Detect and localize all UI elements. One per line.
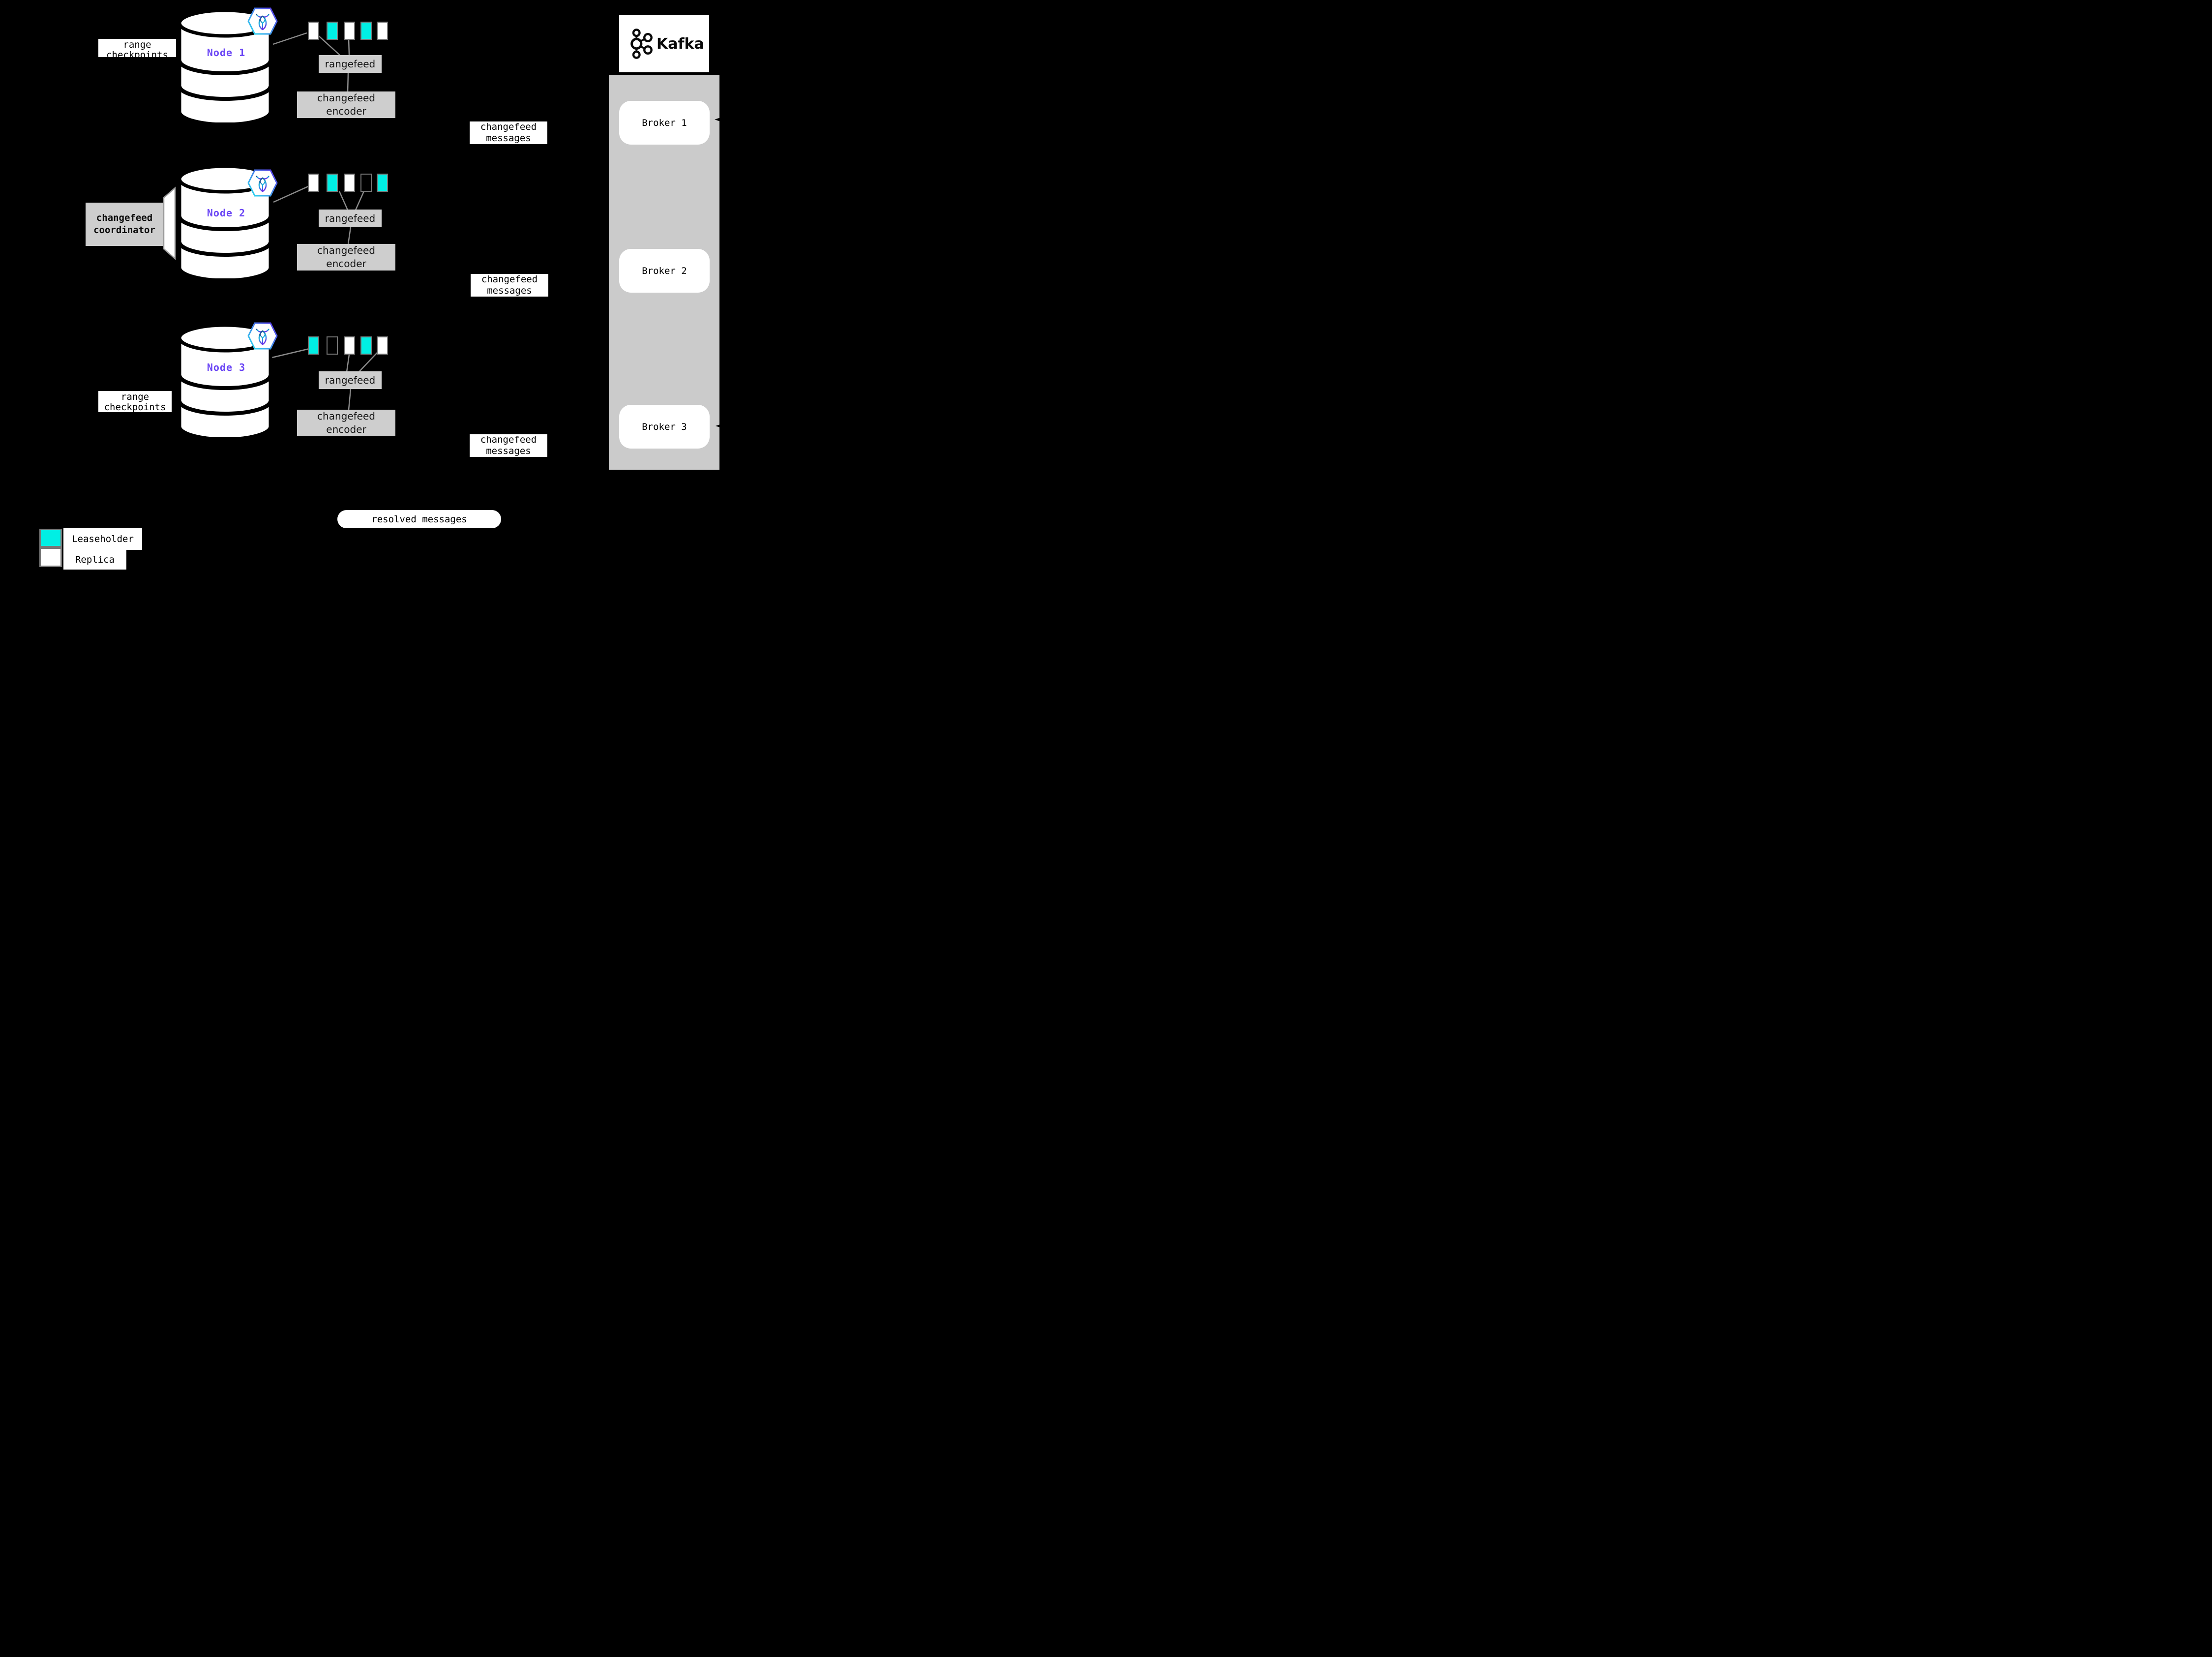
cockroachdb-hexagon-icon: [247, 169, 278, 197]
node1-label: Node 1: [207, 47, 246, 59]
legend-replica-swatch: [39, 547, 62, 567]
line-node2-to-ranges: [273, 185, 310, 203]
range-checkpoints-label-node3: range checkpoints: [98, 391, 172, 412]
range-rect: [377, 174, 388, 192]
range-rect: [327, 22, 338, 40]
broker-1-label: Broker 1: [642, 117, 687, 128]
changefeed-coordinator-label: changefeed coordinator: [93, 212, 155, 236]
node2-cylinder: [178, 164, 272, 278]
changefeed-encoder-box-node2: changefeed encoder: [297, 244, 395, 271]
changefeed-kafka-diagram: Kafka Broker 1 Broker 2 Broker 3 Node 1 …: [0, 0, 771, 577]
node2-label: Node 2: [207, 207, 246, 219]
range-rect: [360, 336, 372, 355]
rangefeed-box-node3: rangefeed: [319, 371, 382, 389]
range-rect: [344, 336, 355, 355]
range-checkpoints-label-node1: range checkpoints: [98, 39, 176, 57]
range-rect: [360, 22, 372, 40]
line-range2-to-rangefeed2: [338, 191, 349, 211]
legend-leaseholder-swatch: [39, 529, 62, 547]
changefeed-encoder-label: changefeed encoder: [317, 410, 375, 435]
broker-1: Broker 1: [619, 101, 710, 145]
legend-leaseholder-label: Leaseholder: [63, 528, 142, 550]
range-rect: [327, 174, 338, 192]
line-rangefeed3-to-encoder3: [348, 389, 352, 410]
broker-3: Broker 3: [619, 405, 710, 449]
range-rect: [344, 174, 355, 192]
line-range5-to-rangefeed3: [359, 352, 378, 372]
line-range4-to-rangefeed2: [355, 191, 365, 211]
line-range3-to-rangefeed3: [346, 354, 350, 372]
cockroachdb-hexagon-icon: [247, 322, 278, 350]
changefeed-encoder-label: changefeed encoder: [317, 92, 375, 117]
node3-label: Node 3: [207, 362, 246, 373]
range-rect: [360, 174, 372, 192]
broker-2-label: Broker 2: [642, 265, 687, 276]
resolved-messages-label: resolved messages: [371, 513, 467, 525]
range-rect: [308, 22, 319, 40]
kafka-title: Kafka: [657, 35, 704, 53]
changefeed-encoder-box-node1: changefeed encoder: [297, 91, 395, 118]
kafka-logo-icon: [630, 29, 653, 59]
range-rect: [377, 22, 388, 40]
legend-replica-label: Replica: [63, 550, 126, 570]
cockroachdb-hexagon-icon: [247, 7, 278, 35]
broker-2: Broker 2: [619, 249, 710, 293]
range-rect: [344, 22, 355, 40]
range-rect: [327, 336, 338, 355]
line-rangefeed2-to-encoder2: [347, 227, 352, 244]
range-rect: [308, 174, 319, 192]
changefeed-messages-label-2: changefeed messages: [471, 274, 548, 297]
changefeed-coordinator-box: changefeed coordinator: [86, 203, 163, 246]
kafka-logo-box: Kafka: [619, 15, 709, 72]
range-rect: [308, 336, 319, 355]
changefeed-encoder-label: changefeed encoder: [317, 244, 375, 270]
node3-cylinder: [178, 323, 272, 437]
changefeed-encoder-box-node3: changefeed encoder: [297, 410, 395, 436]
coordinator-panel-shape: [163, 186, 176, 260]
resolved-messages-pill: resolved messages: [337, 510, 501, 528]
rangefeed-box-node1: rangefeed: [319, 55, 382, 73]
rangefeed-box-node2: rangefeed: [319, 210, 382, 227]
broker-3-label: Broker 3: [642, 421, 687, 432]
range-rect: [377, 336, 388, 355]
changefeed-messages-label-3: changefeed messages: [470, 434, 547, 457]
changefeed-messages-label-1: changefeed messages: [470, 121, 547, 144]
